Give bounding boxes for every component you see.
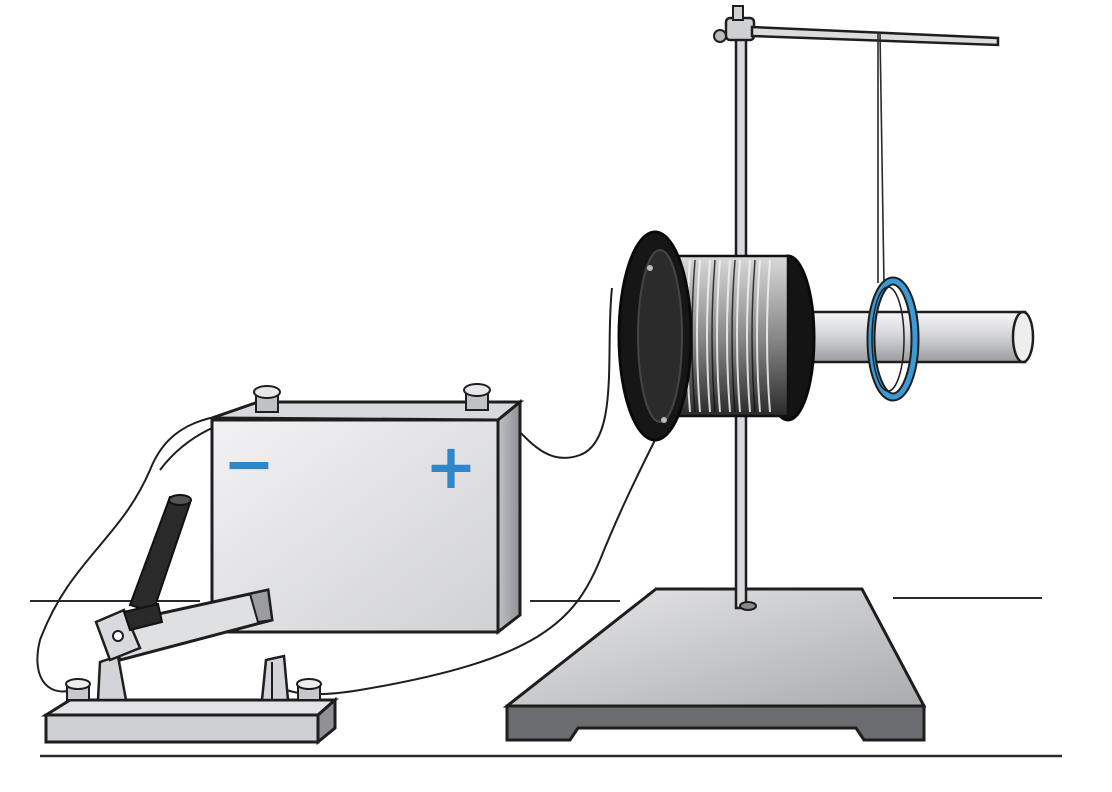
battery-positive-sign: + xyxy=(425,430,477,503)
battery: − + xyxy=(210,383,525,636)
battery-terminal-negative xyxy=(253,385,281,413)
stand-arm xyxy=(750,25,1000,47)
solenoid-coil xyxy=(617,230,1035,442)
battery-terminal-positive xyxy=(463,383,491,411)
knife-switch xyxy=(40,494,339,746)
stand-base xyxy=(502,587,927,742)
switch-screw-right xyxy=(296,678,322,701)
switch-handle xyxy=(122,494,192,632)
switch-screw-left xyxy=(65,678,91,701)
iron-core xyxy=(788,310,1035,364)
thread xyxy=(877,32,885,286)
stand-clamp xyxy=(713,5,756,43)
battery-negative-sign: − xyxy=(223,427,275,500)
ring xyxy=(866,276,920,402)
